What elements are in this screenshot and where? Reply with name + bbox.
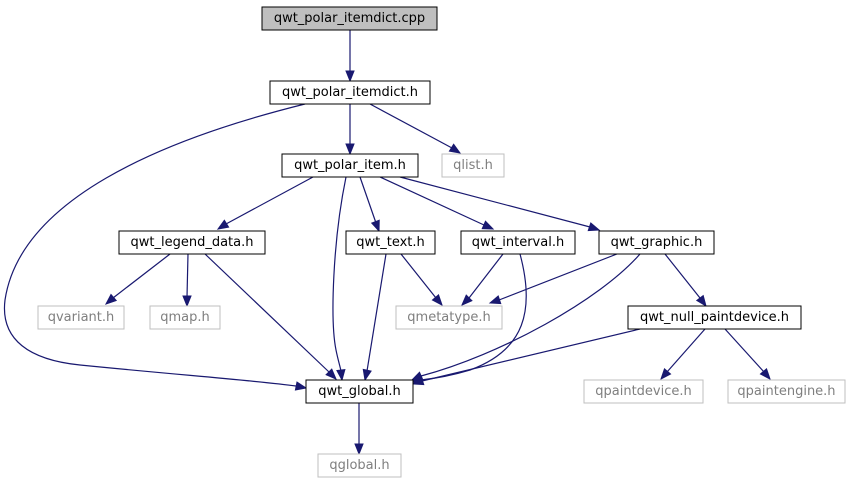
node-qvariant-h-label: qvariant.h [48, 310, 115, 325]
edge-line [664, 253, 701, 299]
node-qmap-h-label: qmap.h [160, 310, 210, 325]
node-qlist-h-label: qlist.h [453, 158, 493, 173]
edge-line [400, 253, 437, 299]
arrowhead-icon [370, 219, 380, 233]
node-interval-h[interactable]: qwt_interval.h [460, 230, 576, 255]
edge-polar-item-h-to-text-h [359, 176, 380, 233]
edge-line [3, 103, 306, 387]
node-qmetatype-h-label: qmetatype.h [407, 310, 490, 325]
node-qvariant-h[interactable]: qvariant.h [37, 305, 125, 330]
edge-polar-item-h-to-interval-h [379, 176, 495, 230]
edge-polar-item-h-to-global-h [332, 176, 347, 382]
edge-line [724, 328, 765, 373]
node-null-paintdevice-h-label: qwt_null_paintdevice.h [640, 310, 789, 325]
edge-line [421, 328, 641, 382]
edge-line [332, 176, 347, 372]
node-graphic-h-label: qwt_graphic.h [611, 235, 703, 250]
edge-null-paintdevice-h-to-global-h [411, 328, 641, 386]
node-text-h-label: qwt_text.h [356, 235, 425, 250]
node-itemdict-h[interactable]: qwt_polar_itemdict.h [269, 80, 431, 105]
node-qmap-h[interactable]: qmap.h [149, 305, 221, 330]
node-qpaintdevice-h-label: qpaintdevice.h [595, 384, 692, 399]
edge-line [468, 253, 504, 299]
arrowhead-icon [448, 143, 462, 154]
node-legend-data-h-label: qwt_legend_data.h [131, 235, 254, 250]
node-global-h[interactable]: qwt_global.h [305, 379, 414, 404]
edge-legend-data-h-to-global-h [204, 253, 337, 380]
edge-line [366, 253, 387, 372]
node-qpaintdevice-h[interactable]: qpaintdevice.h [583, 379, 704, 404]
arrowhead-icon [336, 369, 346, 382]
arrowhead-icon [345, 143, 355, 156]
edge-null-paintdevice-h-to-qpaintengine-h [724, 328, 771, 381]
edge-line [369, 103, 453, 149]
edge-itemdict-h-to-qlist-h [369, 103, 462, 154]
edge-line [420, 253, 641, 377]
arrowhead-icon [660, 367, 672, 381]
edge-line [112, 253, 171, 299]
edge-line [498, 253, 618, 301]
arrowhead-icon [461, 294, 473, 306]
arrowhead-icon [759, 367, 771, 381]
arrowhead-icon [431, 293, 443, 307]
node-global-h-label: qwt_global.h [318, 384, 401, 399]
edge-legend-data-h-to-qmap-h [182, 253, 192, 308]
arrowhead-icon [216, 219, 230, 230]
arrowhead-icon [294, 381, 308, 391]
edge-text-h-to-qmetatype-h [400, 253, 443, 307]
edge-line [186, 253, 189, 298]
edge-text-h-to-global-h [362, 253, 387, 382]
edge-line [225, 176, 314, 225]
edge-line [359, 176, 377, 224]
edge-graphic-h-to-null-paintdevice-h [664, 253, 707, 308]
node-text-h[interactable]: qwt_text.h [345, 230, 436, 255]
edge-legend-data-h-to-qvariant-h [104, 253, 171, 305]
arrowhead-icon [182, 295, 192, 308]
edge-itemdict-h-to-global-h [3, 103, 308, 391]
arrowhead-icon [488, 295, 502, 305]
arrowhead-icon [354, 443, 364, 456]
edge-itemdict-h-to-polar-item-h [345, 104, 355, 156]
node-root[interactable]: qwt_polar_itemdict.cpp [261, 6, 438, 31]
node-polar-item-h[interactable]: qwt_polar_item.h [281, 153, 419, 178]
edge-polar-item-h-to-graphic-h [399, 176, 601, 232]
edge-global-h-to-qglobal-h [354, 403, 364, 456]
edge-line [666, 328, 706, 373]
node-qpaintengine-h-label: qpaintengine.h [737, 384, 835, 399]
edge-line [204, 253, 330, 373]
arrowhead-icon [325, 368, 337, 380]
arrowhead-icon [587, 222, 601, 232]
node-interval-h-label: qwt_interval.h [472, 235, 564, 250]
node-qpaintengine-h[interactable]: qpaintengine.h [727, 379, 846, 404]
node-graphic-h[interactable]: qwt_graphic.h [598, 230, 715, 255]
edge-root-to-itemdict-h [345, 30, 355, 83]
arrowhead-icon [481, 220, 495, 230]
dependency-edges [3, 30, 771, 456]
node-polar-item-h-label: qwt_polar_item.h [294, 158, 406, 173]
node-qlist-h[interactable]: qlist.h [441, 153, 505, 178]
edge-polar-item-h-to-legend-data-h [216, 176, 314, 230]
node-null-paintdevice-h[interactable]: qwt_null_paintdevice.h [627, 305, 802, 330]
node-qmetatype-h[interactable]: qmetatype.h [395, 305, 503, 330]
arrowhead-icon [411, 376, 425, 386]
edge-line [399, 176, 591, 228]
node-legend-data-h[interactable]: qwt_legend_data.h [118, 230, 266, 255]
node-qglobal-h[interactable]: qglobal.h [317, 453, 402, 478]
edge-interval-h-to-qmetatype-h [461, 253, 504, 306]
edge-line [379, 176, 485, 226]
node-qglobal-h-label: qglobal.h [329, 458, 389, 473]
edge-null-paintdevice-h-to-qpaintdevice-h [660, 328, 706, 381]
arrowhead-icon [695, 294, 707, 308]
node-itemdict-h-label: qwt_polar_itemdict.h [282, 85, 418, 100]
arrowhead-icon [104, 293, 118, 305]
edge-graphic-h-to-qmetatype-h [488, 253, 618, 305]
arrowhead-icon [362, 368, 372, 382]
node-root-label: qwt_polar_itemdict.cpp [274, 11, 425, 26]
arrowhead-icon [345, 70, 355, 83]
